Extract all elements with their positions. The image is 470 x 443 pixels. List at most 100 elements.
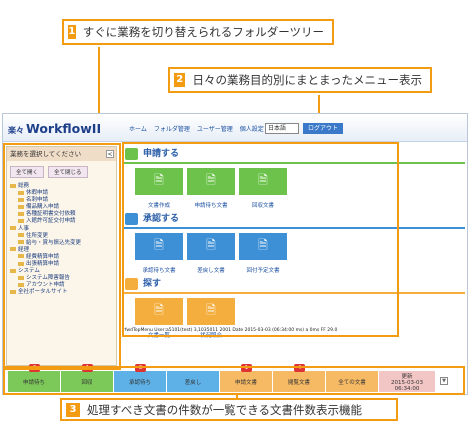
menu-tile-label[interactable]: 回付予定文書 — [246, 268, 280, 274]
menu-tile[interactable]: 🗎 — [239, 168, 287, 195]
document-icon: 🗎 — [258, 238, 268, 252]
tree-label: アカウント申請 — [26, 282, 65, 289]
section-icon — [125, 213, 138, 225]
nav-home[interactable]: ホーム — [129, 126, 147, 133]
menu-tile[interactable]: 🗎 — [187, 168, 235, 195]
menu-tile[interactable]: 🗎 — [187, 298, 235, 325]
tree-item[interactable]: システム障害報告 — [10, 275, 113, 282]
count-button-label: 差戻し — [184, 379, 202, 386]
collapse-all-button[interactable]: 全て閉じる — [48, 166, 88, 178]
callout-number: 1 — [68, 25, 76, 39]
document-icon: 🗎 — [206, 173, 216, 187]
tree-item[interactable]: 備品購入申請 — [10, 204, 113, 211]
tree-folder[interactable]: 経理 — [10, 247, 113, 254]
tree-label: 名刺申請 — [26, 197, 49, 204]
tree-label: 経理 — [18, 246, 30, 253]
menu-area: 申請する 🗎 🗎 🗎 文書作成 申請待ち文書 回収文書承認する 🗎 🗎 🗎 承認待ち文書 差戻し文書 回… — [123, 146, 465, 341]
section-title: 探す — [123, 276, 465, 292]
tree-label: 入館許可証交付申請 — [26, 218, 76, 225]
expand-all-button[interactable]: 全て開く — [10, 166, 45, 178]
tree-label: 各種証明書交付依頼 — [26, 211, 76, 218]
count-button-label: 回収 — [81, 379, 93, 386]
nav-user-admin[interactable]: ユーザー管理 — [196, 126, 233, 133]
section-icon — [125, 148, 138, 160]
callout-connector — [98, 47, 100, 145]
menu-tile[interactable]: 🗎 — [239, 233, 287, 260]
menu-tile-label[interactable]: 文書作成 — [147, 203, 170, 209]
section-title-text: 探す — [143, 279, 162, 289]
document-icon: 🗎 — [154, 238, 164, 252]
section-divider — [123, 227, 465, 229]
tree-label: 出張精算申請 — [26, 261, 60, 268]
menu-tile[interactable]: 🗎 — [135, 168, 183, 195]
tree-item[interactable]: アカウント申請 — [10, 282, 113, 289]
menu-tile-label[interactable]: 差戻し文書 — [197, 268, 225, 274]
chevron-down-icon[interactable]: ▼ — [440, 377, 448, 385]
count-button-label: 更新 2015-03-03 06:34:00 — [391, 373, 423, 392]
tree-folder[interactable]: 全社ポータルサイト — [10, 289, 113, 296]
count-badge: 3 — [135, 364, 146, 372]
sidebar-header: 業務を選択してください < — [7, 147, 116, 161]
nav-personal-settings[interactable]: 個人設定 — [239, 126, 264, 133]
highlight-count-bar — [3, 366, 465, 395]
folder-icon — [10, 183, 16, 188]
highlight-menu — [122, 142, 399, 337]
folder-icon — [18, 190, 24, 195]
callout-folder-tree: 1 すぐに業務を切り替えられるフォルダーツリー — [62, 19, 334, 45]
tree-folder[interactable]: 総務 — [10, 183, 113, 190]
menu-tile[interactable]: 🗎 — [135, 298, 183, 325]
tree-item[interactable]: 出張精算申請 — [10, 261, 113, 268]
tree-label: 住所変更 — [26, 232, 49, 239]
document-icon: 🗎 — [206, 303, 216, 317]
section-title-text: 承認する — [143, 214, 180, 224]
count-button[interactable]: 全ての文書 — [326, 371, 378, 392]
callout-menu: 2 日々の業務目的別にまとまったメニュー表示 — [168, 67, 432, 93]
tree-label: 人事 — [18, 225, 30, 232]
tree-item[interactable]: 名刺申請 — [10, 197, 113, 204]
folder-icon — [10, 226, 16, 231]
menu-tile[interactable]: 🗎 — [135, 233, 183, 260]
tree-item[interactable]: 入館許可証交付申請 — [10, 218, 113, 225]
folder-tree: 総務休暇申請名刺申請備品購入申請各種証明書交付依頼入館許可証交付申請人事住所変更… — [7, 181, 116, 299]
count-button-label: 閲覧文書 — [287, 379, 310, 386]
menu-tile[interactable]: 🗎 — [187, 233, 235, 260]
tree-folder[interactable]: 人事 — [10, 226, 113, 233]
tree-label: 経費精算申請 — [26, 253, 60, 260]
tree-item[interactable]: 住所変更 — [10, 233, 113, 240]
callout-number: 3 — [66, 402, 80, 417]
count-button-label: 承認待ち — [128, 379, 151, 386]
tree-label: 全社ポータルサイト — [18, 289, 68, 296]
nav-folder-admin[interactable]: フォルダ管理 — [153, 126, 190, 133]
callout-number: 2 — [174, 73, 186, 87]
tree-item[interactable]: 経費精算申請 — [10, 254, 113, 261]
tree-item[interactable]: 休暇申請 — [10, 190, 113, 197]
callout-count-bar: 3 処理すべき文書の件数が一覧できる文書件数表示機能 — [60, 398, 398, 421]
document-icon: 🗎 — [258, 173, 268, 187]
count-button[interactable]: 更新 2015-03-03 06:34:00 — [379, 371, 435, 392]
section-title: 申請する — [123, 146, 465, 162]
tree-item[interactable]: 各種証明書交付依頼 — [10, 211, 113, 218]
count-button[interactable]: 差戻し — [167, 371, 219, 392]
tree-label: 休暇申請 — [26, 190, 49, 197]
language-select[interactable]: 日本語 — [265, 123, 299, 134]
tree-item[interactable]: 給与・賞与振込先変更 — [10, 240, 113, 247]
folder-icon — [18, 275, 24, 280]
count-button[interactable]: 承認待ち 3 — [114, 364, 166, 392]
callout-text: すぐに業務を切り替えられるフォルダーツリー — [82, 25, 324, 39]
callout-text: 日々の業務目的別にまとまったメニュー表示 — [192, 73, 422, 87]
tree-folder[interactable]: システム — [10, 268, 113, 275]
menu-tile-label[interactable]: 申請待ち文書 — [194, 203, 228, 209]
folder-icon — [18, 204, 24, 209]
menu-tile-label[interactable]: 回収文書 — [251, 203, 274, 209]
folder-icon — [18, 233, 24, 238]
status-line: rfwdTopMenu User:a5101(test) 3,1035011 2… — [123, 328, 338, 333]
logout-button[interactable]: ログアウト — [303, 123, 343, 134]
collapse-sidebar-button[interactable]: < — [106, 150, 114, 158]
menu-tile-label[interactable]: 承認待ち文書 — [142, 268, 176, 274]
